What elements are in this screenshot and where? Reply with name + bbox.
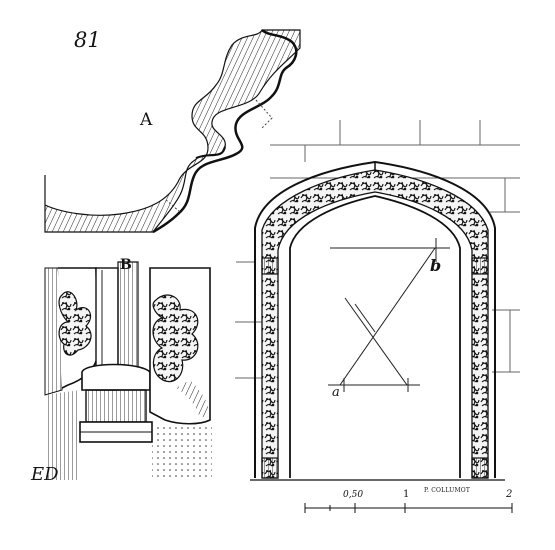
jamb-b-base-moulding xyxy=(81,363,151,391)
doorway-elevation xyxy=(235,120,520,481)
point-b-label: b xyxy=(430,256,442,275)
scale-label-mid: 1 xyxy=(403,489,410,500)
scale-label-end: 2 xyxy=(506,489,513,500)
arch-inner-outline xyxy=(289,195,461,478)
engraver-signature: P. COLLUMOT xyxy=(424,487,471,494)
arch-foliage-band xyxy=(261,169,489,479)
jamb-b-column xyxy=(117,261,139,373)
figure-a-label: A xyxy=(140,110,153,130)
scale-label-start: 0,50 xyxy=(343,490,364,500)
bases xyxy=(261,457,489,479)
profile-a-hatched-section xyxy=(44,29,301,233)
jamb-b-left-foliage xyxy=(58,291,92,356)
jamb-b-left-base-hatch xyxy=(45,390,80,480)
figure-a-profile xyxy=(44,29,301,234)
point-a-label: a xyxy=(332,385,340,400)
figure-b-label: B xyxy=(120,257,132,273)
figure-b-jamb-detail xyxy=(44,261,212,480)
jamb-b-right-stipple xyxy=(152,425,212,480)
jamb-b-right-foliage xyxy=(152,294,199,383)
profile-a-dotted-line xyxy=(165,99,273,213)
jamb-b-right-recess-hatch xyxy=(176,380,210,418)
construction-lines xyxy=(328,238,450,392)
profile-a-outline xyxy=(152,29,298,234)
artist-monogram: ED xyxy=(31,464,59,485)
jamb-b-plinth xyxy=(85,389,147,423)
profile-a-fillet xyxy=(195,146,226,159)
capitals xyxy=(261,257,489,275)
page-number: 81 xyxy=(74,28,101,52)
scale-bar xyxy=(304,503,513,513)
